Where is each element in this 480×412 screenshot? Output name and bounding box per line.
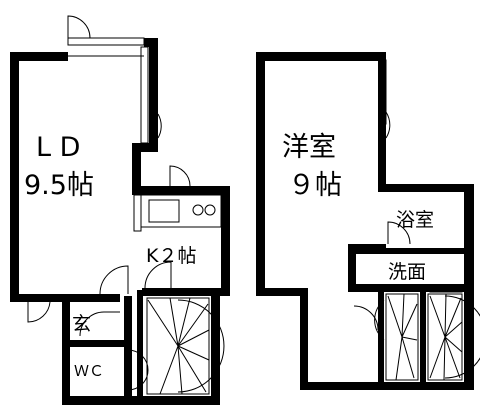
wall-b-bath-bottom [356,248,466,254]
wall-a-left [10,52,19,302]
wall-b-left [256,52,265,296]
wall-b-bath-top [378,184,470,192]
label-washroom: 洗面 [388,261,426,283]
fridge-space [133,194,142,232]
label-western-room-size: ９帖 [288,170,342,201]
door-swing-b-window [385,111,391,139]
label-western-room-name: 洋室 [282,132,336,163]
wall-a-left-lower [62,294,70,404]
wall-b-bottom [300,382,474,390]
wall-b-bottom-left [256,288,308,296]
window-a-top [67,37,145,46]
wall-a-right-upper [149,38,158,148]
label-ld-size: 9.5帖 [24,170,94,201]
wall-a-right-lower [221,186,230,294]
label-ld-name: L D [36,132,80,163]
door-swing-a-ld [99,265,129,295]
door-swing-b-lower [374,299,385,341]
stove-burner-left [192,204,204,216]
door-swing-a-balcony [67,15,91,39]
door-swing-a-entrance [27,301,51,323]
wall-b-wash-bottom [348,284,474,292]
wall-a-notch [132,143,158,152]
stove-burner-right [204,204,216,216]
wall-b-top [256,52,386,61]
door-swing-a-stair [144,261,172,289]
label-entrance: 玄 [72,313,91,335]
wall-b-closet-right [378,290,384,386]
staircase-a [146,297,225,395]
wash-vent [429,287,463,293]
wall-a-stair-top [142,288,230,296]
unit-b [256,52,480,390]
wall-a-stair-left [137,290,143,405]
unit-a [10,15,230,405]
wall-a-notch-down [132,143,141,193]
door-swing-a-kitchen [169,165,191,187]
wall-a-kitchen-top [132,186,230,195]
door-swing-a-wc [127,349,149,391]
window-a-right [140,46,149,144]
door-swing-a-genkan [79,311,120,337]
window-b-right [379,59,387,125]
wall-a-top [10,52,68,61]
door-swing-a-side [157,113,162,139]
wall-a-wc-top [62,340,126,347]
wall-b-stair-left [420,290,426,386]
door-swing-b-closet [353,305,379,331]
wall-a-stair-right [211,288,220,405]
label-toilet: ＷＣ [74,362,104,380]
label-bath: 浴室 [396,209,434,231]
wall-b-step-left [348,244,356,290]
staircase-b [385,293,480,381]
wall-b-inner-left [300,288,308,388]
label-kitchen: K２帖 [146,245,196,267]
door-swing-b-bath [387,221,411,245]
kitchen-sink [148,199,180,223]
wall-b-right-upper [378,52,386,190]
